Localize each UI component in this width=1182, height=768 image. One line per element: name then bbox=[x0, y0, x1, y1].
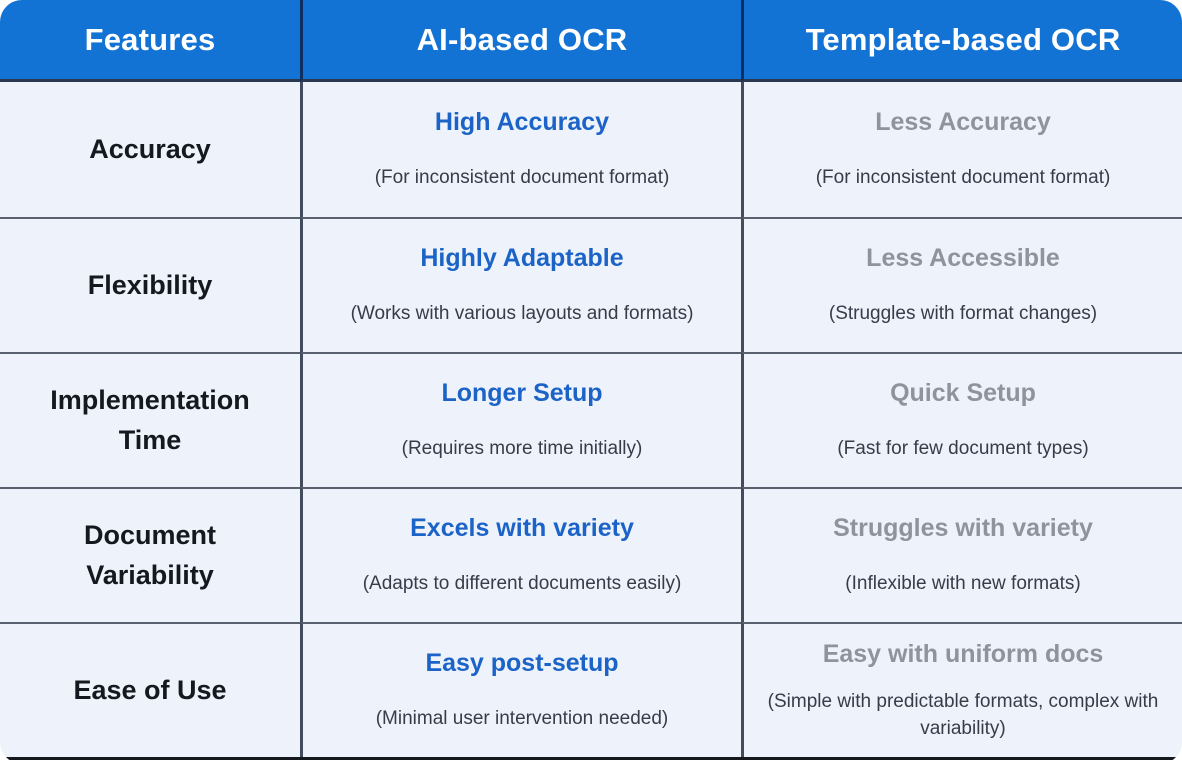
feature-cell: Implementation Time bbox=[0, 352, 300, 487]
column-header-features: Features bbox=[0, 0, 300, 82]
template-cell: Easy with uniform docs (Simple with pred… bbox=[741, 622, 1182, 757]
ai-value-title: Longer Setup bbox=[441, 379, 603, 408]
template-cell: Quick Setup (Fast for few document types… bbox=[741, 352, 1182, 487]
column-header-label: Template-based OCR bbox=[805, 21, 1121, 57]
template-value-title: Easy with uniform docs bbox=[822, 640, 1104, 669]
column-header-label: Features bbox=[84, 21, 216, 57]
template-value-subtitle: (Simple with predictable formats, comple… bbox=[767, 691, 1159, 739]
feature-label: Document Variability bbox=[83, 520, 216, 590]
ai-value-title: High Accuracy bbox=[434, 108, 610, 137]
ai-cell: Easy post-setup (Minimal user interventi… bbox=[300, 622, 741, 757]
column-header-label: AI-based OCR bbox=[416, 21, 628, 57]
template-value-title: Quick Setup bbox=[890, 379, 1036, 408]
feature-label: Accuracy bbox=[89, 133, 211, 164]
feature-cell: Accuracy bbox=[0, 82, 300, 217]
template-value-subtitle: (For inconsistent document format) bbox=[815, 167, 1111, 189]
ai-cell: Excels with variety (Adapts to different… bbox=[300, 487, 741, 622]
template-value-subtitle: (Struggles with format changes) bbox=[828, 303, 1098, 325]
column-header-template-ocr: Template-based OCR bbox=[741, 0, 1182, 82]
template-cell: Less Accuracy (For inconsistent document… bbox=[741, 82, 1182, 217]
template-value-title: Less Accuracy bbox=[875, 108, 1051, 137]
template-value-title: Less Accessible bbox=[866, 244, 1060, 273]
template-value-title: Struggles with variety bbox=[833, 514, 1093, 543]
feature-label: Flexibility bbox=[87, 269, 213, 300]
ai-value-subtitle: (For inconsistent document format) bbox=[374, 167, 670, 189]
template-cell: Struggles with variety (Inflexible with … bbox=[741, 487, 1182, 622]
ai-value-title: Excels with variety bbox=[410, 514, 634, 543]
template-value-subtitle: (Fast for few document types) bbox=[837, 438, 1089, 460]
ai-cell: High Accuracy (For inconsistent document… bbox=[300, 82, 741, 217]
feature-label: Ease of Use bbox=[73, 674, 227, 705]
feature-cell: Document Variability bbox=[0, 487, 300, 622]
ai-value-subtitle: (Requires more time initially) bbox=[401, 438, 643, 460]
template-value-subtitle: (Inflexible with new formats) bbox=[845, 573, 1081, 595]
ai-cell: Longer Setup (Requires more time initial… bbox=[300, 352, 741, 487]
feature-label: Implementation Time bbox=[50, 385, 250, 455]
ai-value-subtitle: (Adapts to different documents easily) bbox=[362, 573, 682, 595]
ai-value-subtitle: (Works with various layouts and formats) bbox=[350, 303, 694, 325]
feature-cell: Ease of Use bbox=[0, 622, 300, 757]
feature-cell: Flexibility bbox=[0, 217, 300, 352]
template-cell: Less Accessible (Struggles with format c… bbox=[741, 217, 1182, 352]
ai-cell: Highly Adaptable (Works with various lay… bbox=[300, 217, 741, 352]
ai-value-title: Easy post-setup bbox=[425, 649, 619, 678]
ai-value-title: Highly Adaptable bbox=[420, 244, 624, 273]
ai-value-subtitle: (Minimal user intervention needed) bbox=[375, 708, 669, 730]
column-header-ai-ocr: AI-based OCR bbox=[300, 0, 741, 82]
